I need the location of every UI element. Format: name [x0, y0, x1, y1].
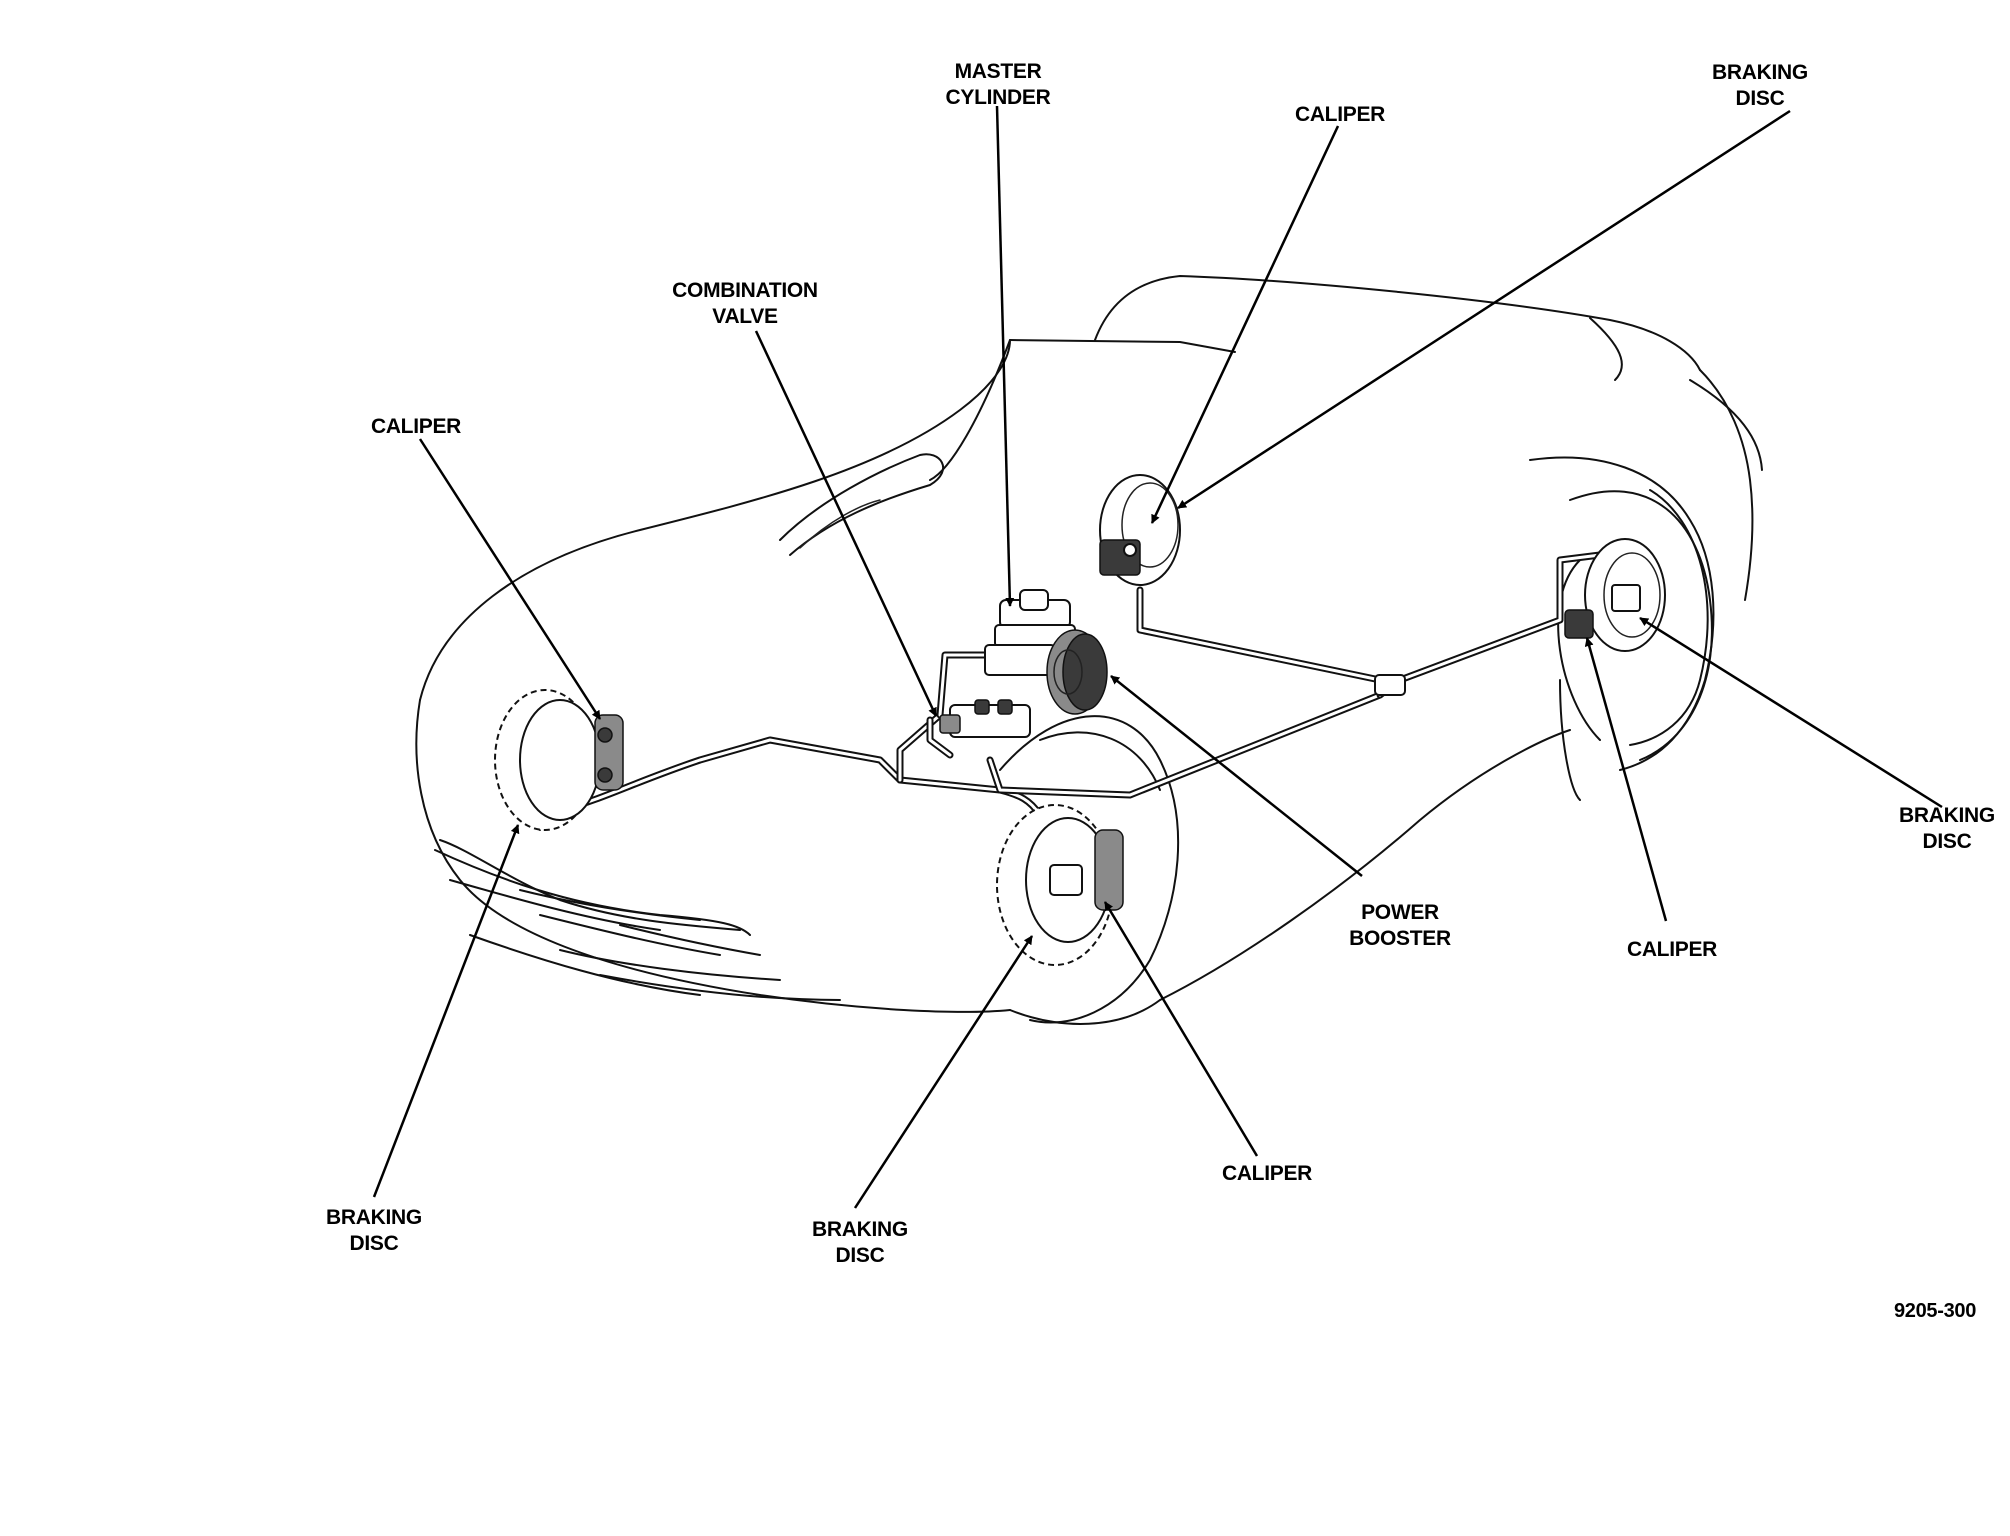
- label-braking-disc-front-right: BRAKING DISC: [812, 1218, 908, 1267]
- leader-lines: [372, 105, 1943, 1209]
- label-braking-disc-front-left: BRAKING DISC: [326, 1206, 422, 1255]
- label-caliper-rear-right: CALIPER: [1626, 938, 1718, 961]
- label-braking-disc-rear-right: BRAKING DISC: [1899, 804, 1995, 853]
- label-combination-valve: COMBINATION VALVE: [672, 279, 818, 328]
- figure-number: 9205-300: [1893, 1300, 1977, 1322]
- label-power-booster: POWER BOOSTER: [1349, 901, 1451, 950]
- label-master-cylinder: MASTER CYLINDER: [945, 60, 1051, 109]
- master-cylinder-assembly: [984, 589, 1108, 715]
- rear-left-disc: [1099, 474, 1181, 586]
- combination-valve-unit: [939, 699, 1031, 738]
- label-caliper-rear-left: CALIPER: [1294, 103, 1386, 126]
- front-left-disc: [494, 689, 624, 831]
- label-caliper-front-right: CALIPER: [1221, 1162, 1313, 1185]
- brake-lines: [564, 551, 1604, 819]
- label-braking-disc-rear-left: BRAKING DISC: [1712, 61, 1808, 110]
- label-caliper-front-left: CALIPER: [370, 415, 462, 438]
- rear-tee-fitting: [1374, 674, 1406, 696]
- car-body-outline: [415, 275, 1763, 1025]
- front-right-disc: [996, 804, 1124, 966]
